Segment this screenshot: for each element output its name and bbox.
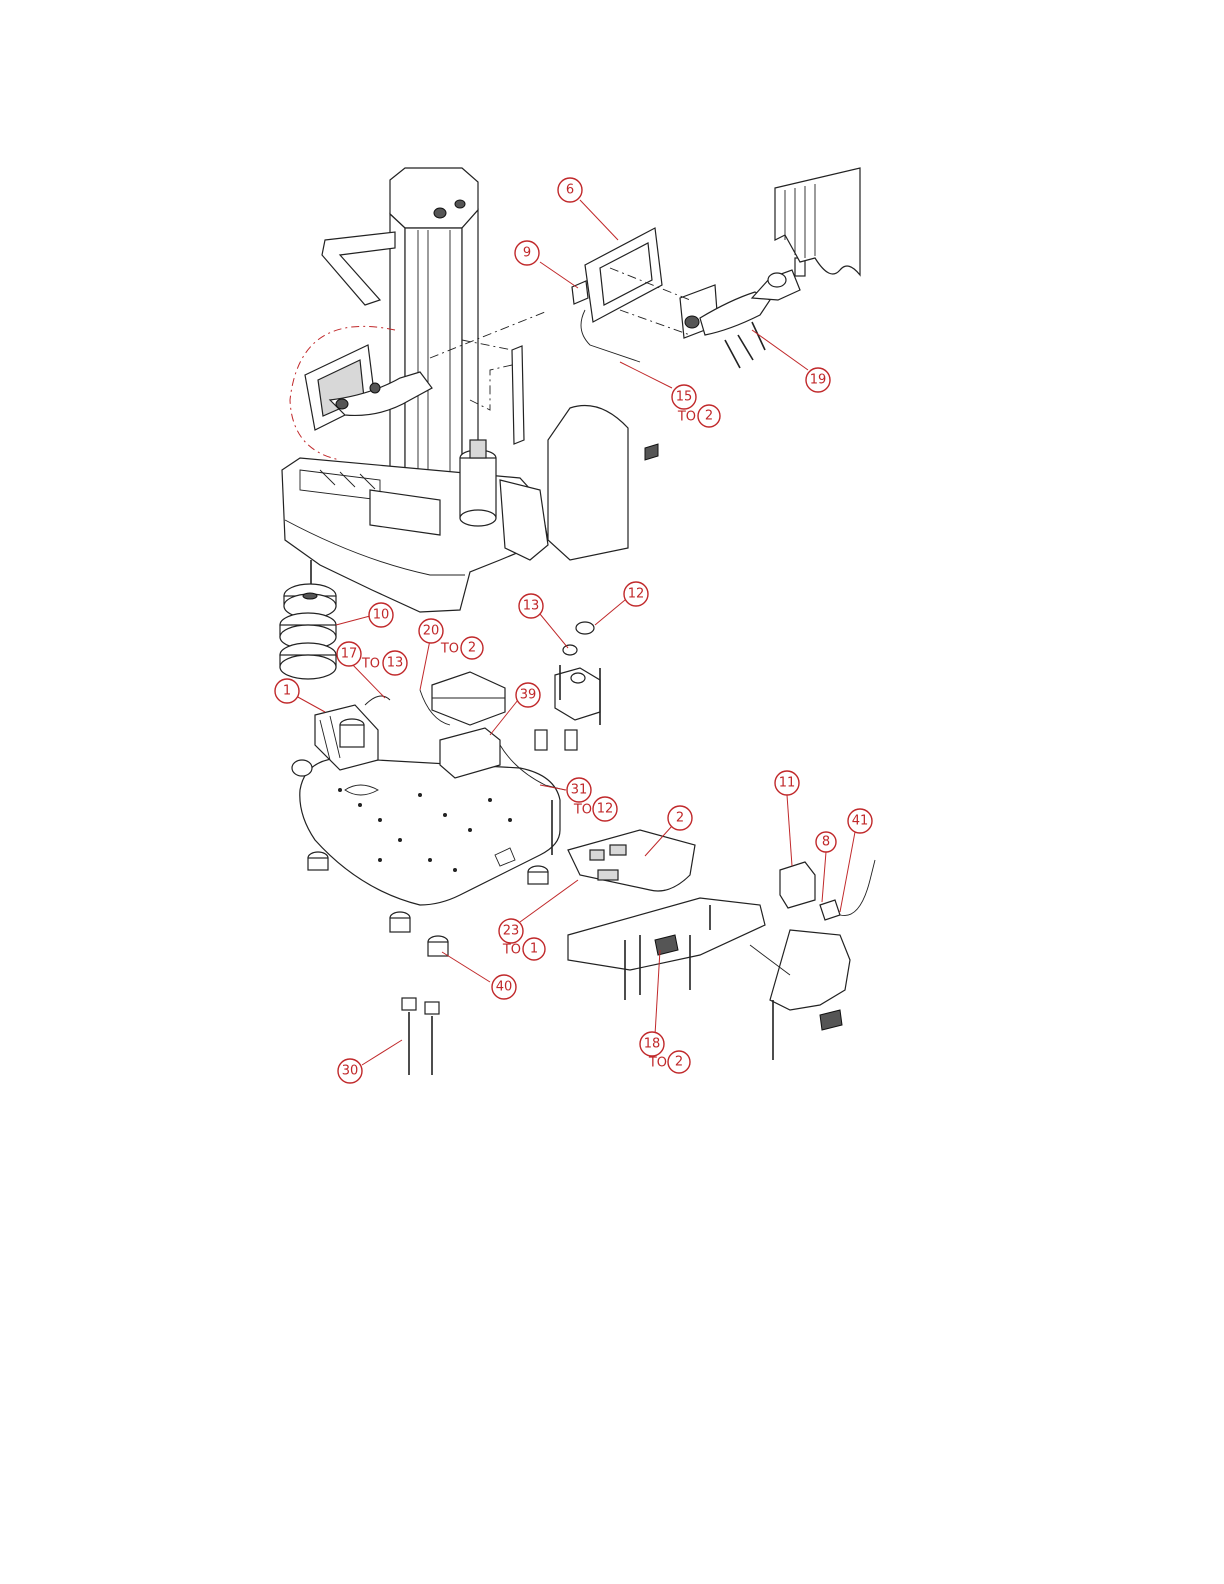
callout-10: 10	[369, 603, 393, 627]
callout-2: 2	[668, 806, 692, 830]
callout-41: 41	[848, 809, 872, 833]
callout-target: 12	[597, 802, 614, 817]
callout-18: 18 TO 2	[640, 1032, 690, 1073]
mounting-bolts	[402, 998, 439, 1075]
monitor-assembly-right	[572, 228, 805, 368]
to-prefix: TO	[361, 657, 380, 672]
callout-label: 30	[342, 1064, 359, 1079]
power-entry	[750, 860, 875, 1060]
callout-label: 31	[571, 783, 588, 798]
callout-label: 17	[341, 647, 358, 662]
callout-9: 9	[515, 241, 539, 265]
callout-11: 11	[775, 771, 799, 795]
callout-label: 41	[852, 814, 869, 829]
callout-target: 1	[530, 942, 538, 957]
callout-17: 17 TO 13	[337, 642, 407, 675]
callout-label: 15	[676, 390, 693, 405]
to-prefix: TO	[648, 1056, 667, 1071]
callout-8: 8	[816, 832, 836, 852]
callout-label: 6	[566, 183, 574, 198]
callout-label: 12	[628, 587, 645, 602]
callout-19: 19	[806, 368, 830, 392]
callout-label: 1	[283, 684, 291, 699]
callout-20: 20 TO 2	[419, 619, 483, 659]
callout-30: 30	[338, 1059, 362, 1083]
callout-label: 20	[423, 624, 440, 639]
callout-23: 23 TO 1	[499, 919, 545, 960]
weight-stack	[280, 560, 336, 679]
callout-label: 11	[779, 776, 796, 791]
to-prefix: TO	[502, 943, 521, 958]
callout-label: 18	[644, 1037, 661, 1052]
switch-block	[535, 622, 600, 750]
to-prefix: TO	[440, 642, 459, 657]
callout-label: 39	[520, 688, 537, 703]
callout-40: 40	[492, 975, 516, 999]
to-prefix: TO	[573, 803, 592, 818]
callout-6: 6	[558, 178, 582, 202]
callout-label: 23	[503, 924, 520, 939]
lower-tray	[568, 898, 765, 1000]
callout-label: 2	[676, 811, 684, 826]
callout-39: 39	[516, 683, 540, 707]
callout-target: 2	[705, 409, 713, 424]
rear-cover	[548, 406, 658, 561]
callout-1: 1	[275, 679, 299, 703]
base-plate	[300, 758, 560, 905]
callout-target: 2	[468, 641, 476, 656]
callout-label: 13	[523, 599, 540, 614]
tower-handle	[322, 232, 395, 305]
callout-target: 2	[675, 1055, 683, 1070]
callout-13: 13	[519, 594, 543, 618]
callout-31: 31 TO 12	[567, 778, 617, 821]
callout-label: 40	[496, 980, 513, 995]
callout-label: 9	[523, 246, 531, 261]
callout-15: 15 TO 2	[672, 385, 720, 427]
callout-label: 19	[810, 373, 827, 388]
callout-target: 13	[387, 656, 404, 671]
wall-panel	[775, 168, 860, 275]
callout-label: 8	[822, 835, 830, 850]
callout-12: 12	[624, 582, 648, 606]
to-prefix: TO	[677, 410, 696, 425]
callout-label: 10	[373, 608, 390, 623]
